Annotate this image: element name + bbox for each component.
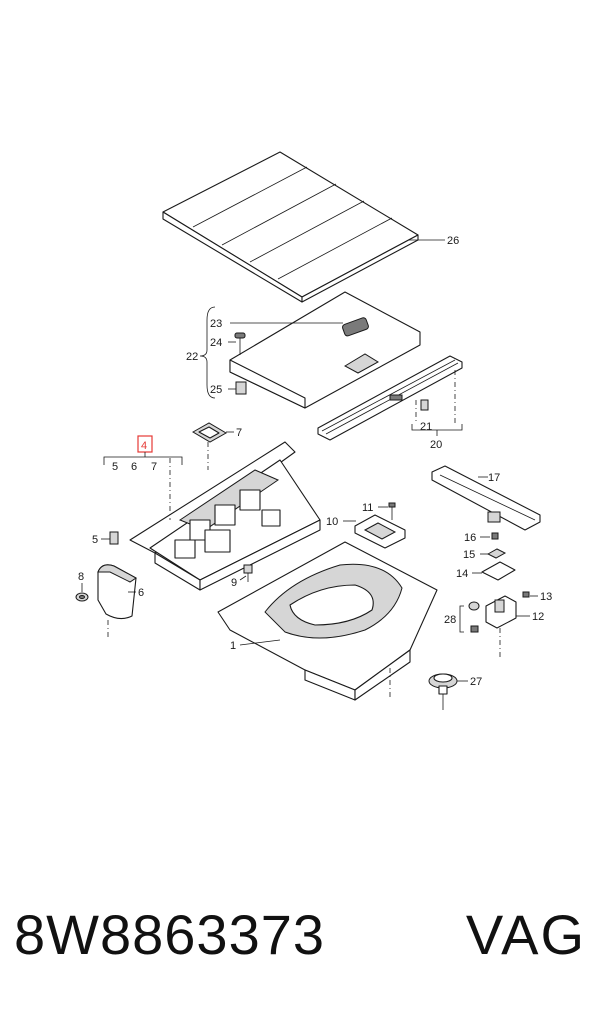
screw-13: [522, 591, 530, 598]
callout-5-group: 5: [112, 461, 118, 473]
exploded-parts-diagram: 26 22 23 24 25 21 20 7 4 5 6 7: [75, 151, 552, 710]
callout-17: 17: [488, 472, 500, 484]
callout-14: 14: [456, 568, 468, 580]
sill-trim-20: [317, 355, 463, 441]
callout-20: 20: [430, 439, 442, 451]
callout-10: 10: [326, 516, 338, 528]
bezel-7: [191, 422, 228, 443]
callout-4: 4: [141, 440, 147, 452]
side-cover-6: [97, 564, 137, 620]
screw-11: [388, 502, 396, 520]
floor-board-26: [162, 151, 419, 303]
bracket-10: [354, 514, 406, 549]
screw-16: [491, 532, 499, 540]
callout-28: 28: [444, 614, 456, 626]
callout-16: 16: [464, 532, 476, 544]
callout-22: 22: [186, 351, 198, 363]
clip-25: [235, 381, 247, 395]
nut-8: [75, 592, 89, 602]
callout-12: 12: [532, 611, 544, 623]
callout-24: 24: [210, 337, 222, 349]
callout-7-top: 7: [236, 427, 242, 439]
part-number: 8W8863373: [14, 903, 326, 966]
screw-24: [234, 332, 246, 355]
bracket-14: [481, 561, 516, 581]
bolt-28: [468, 601, 480, 633]
hold-down-knob-27: [428, 673, 458, 710]
bracket-12: [485, 595, 517, 629]
callout-8: 8: [78, 571, 84, 583]
callout-5: 5: [92, 534, 98, 546]
clip-9: [243, 564, 253, 582]
footer: 8W8863373 VAG: [0, 890, 600, 980]
callout-11: 11: [362, 502, 373, 514]
callout-23: 23: [210, 318, 222, 330]
clip-15: [486, 548, 507, 559]
callout-1: 1: [230, 640, 236, 652]
callout-7-group: 7: [151, 461, 157, 473]
rail-17: [431, 465, 541, 531]
callout-9: 9: [231, 577, 237, 589]
callout-27: 27: [470, 676, 482, 688]
wheel-well-liner-1: [217, 541, 438, 701]
callout-6: 6: [138, 587, 144, 599]
callout-15: 15: [463, 549, 475, 561]
load-floor-22: [229, 291, 421, 409]
clip-5: [109, 531, 119, 545]
storage-tray-4: [129, 441, 321, 591]
clip-21: [420, 399, 429, 411]
callout-13: 13: [540, 591, 552, 603]
callout-21: 21: [420, 421, 432, 433]
callout-25: 25: [210, 384, 222, 396]
callout-26: 26: [447, 235, 459, 247]
brand-label: VAG: [465, 903, 586, 966]
callout-6-group: 6: [131, 461, 137, 473]
